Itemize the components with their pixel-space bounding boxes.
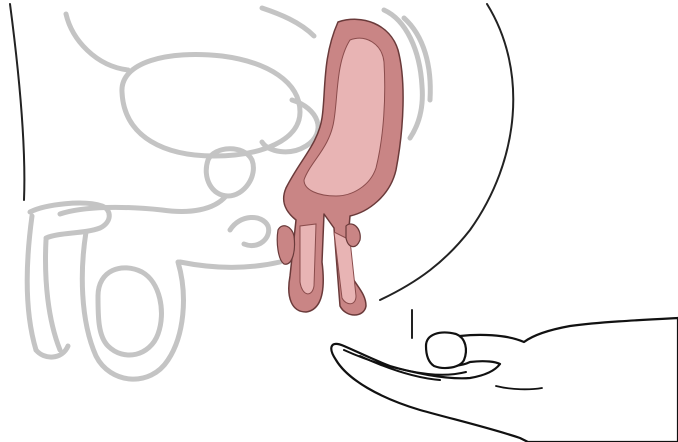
- lower-loop: [230, 217, 269, 245]
- back-contour: [380, 4, 513, 300]
- prolapsed-tube-left: [300, 224, 316, 294]
- penis-shaft: [27, 216, 36, 350]
- glans: [36, 346, 68, 357]
- prolapse-fold-left: [277, 226, 294, 264]
- body-contour: [10, 4, 513, 338]
- rectum: [277, 19, 403, 315]
- testis: [98, 268, 161, 355]
- prolapse-fold-right: [346, 224, 360, 247]
- bladder: [122, 55, 300, 157]
- thumb: [426, 333, 466, 369]
- front-contour: [10, 4, 24, 200]
- sigmoid-upper: [66, 14, 128, 70]
- penis-shaft-inner: [46, 240, 60, 350]
- upper-bowel: [262, 8, 314, 36]
- hand-outline: [331, 318, 678, 442]
- hand: [331, 318, 678, 442]
- perineum: [180, 262, 280, 267]
